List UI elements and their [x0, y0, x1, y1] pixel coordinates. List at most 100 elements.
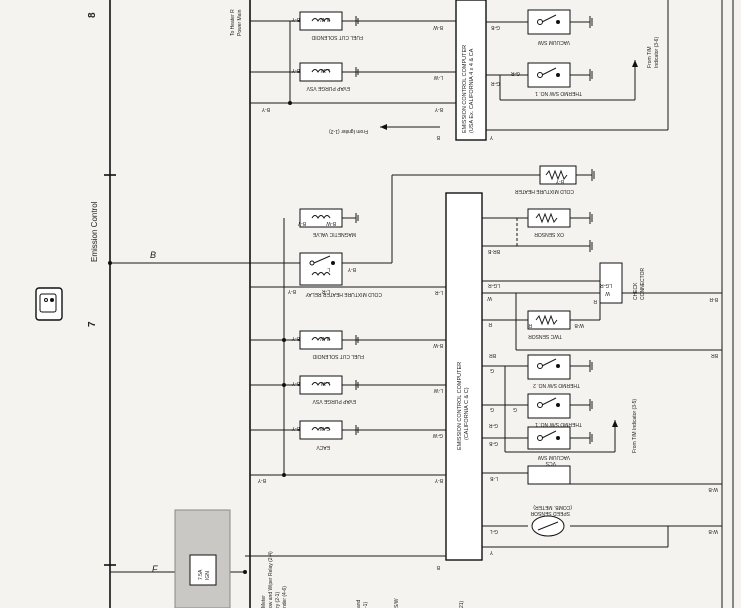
code-bw-1: B-W: [320, 16, 330, 22]
code-gw-2: G-W: [432, 432, 443, 438]
cold-mixture-heater-label: COLD MIXTURE HEATER: [515, 188, 574, 194]
code-by-8: B-Y: [291, 335, 300, 341]
vcs: [527, 465, 571, 485]
code-gw-1: G-W: [319, 425, 330, 431]
lower-computer: [445, 192, 483, 561]
lower-computer-title: EMISSION CONTROL COMPUTER: [457, 362, 463, 450]
code-b-1: B: [436, 134, 440, 140]
code-by-1: B-Y: [291, 16, 300, 22]
code-by-11: B-Y: [257, 477, 266, 483]
left-note-5: and: [356, 599, 362, 608]
upper-computer-title: EMISSION CONTROL COMPUTER: [462, 45, 468, 133]
code-lgr-1: LG-R: [488, 282, 500, 288]
code-l-1: L: [327, 266, 330, 272]
fuse-ign: IGN: [205, 571, 211, 580]
section-number-7: 7: [87, 321, 98, 327]
code-r-2: R: [488, 321, 492, 327]
code-by-12: B-Y: [434, 477, 443, 483]
vacuum-switch-lower: [527, 426, 593, 450]
wire-letter-f: F: [152, 564, 158, 574]
cold-mixture-heater: [539, 165, 595, 185]
from-igniter-note: From Igniter (1-2): [329, 128, 368, 134]
left-note-7: S/W: [394, 598, 400, 608]
ox-sensor: [527, 208, 593, 252]
emission-control-icon: [35, 287, 63, 321]
upper-computer-subtitle: (USA Ex. CALIFORNIA 4 x 4 & CA: [469, 48, 475, 133]
from-tm-lower: From T/M Indicator (3-5): [632, 399, 638, 453]
thermo-switch-1-lower-label: THERMO S/W NO. 1: [535, 421, 582, 427]
speed-sensor: [531, 515, 565, 537]
fuel-cut-solenoid-lower: [299, 330, 359, 350]
code-lw-3: L-W: [321, 380, 330, 386]
left-note-3: ry (2-1): [275, 592, 281, 608]
fuel-cut-solenoid-upper: [299, 11, 359, 31]
from-tm-upper-2: Indicator (3-6): [654, 37, 660, 68]
thermo-switch-2: [527, 354, 593, 380]
speed-sensor-sub: (COMB. METER): [533, 504, 572, 510]
eacv: [299, 420, 359, 440]
code-by-13: B-Y: [555, 178, 564, 184]
vacuum-switch-upper: [527, 9, 593, 35]
to-heater-note-2: Power Main: [237, 9, 243, 36]
cold-mixture-heater-relay-label: COLD MIXTURE HEATER RELAY: [305, 291, 382, 297]
cold-mixture-heater-relay: [299, 252, 343, 286]
code-gl-1: G-L: [489, 528, 498, 534]
magnetic-valve: [299, 208, 359, 228]
lower-computer-subtitle: (CALIFORNIA C & C): [464, 387, 470, 440]
vacuum-switch-lower-label: VACUUM S/W: [538, 454, 570, 460]
upper-load-wires: [250, 0, 669, 131]
left-note-2: ow and Wiper Relay (2-4): [268, 551, 274, 608]
check-connector: [599, 262, 623, 304]
page-frame: [104, 0, 734, 608]
fuel-cut-solenoid-upper-label: FUEL CUT SOLENOID: [311, 34, 363, 40]
code-by-6: B-Y: [347, 266, 356, 272]
code-gb-2: G-B: [488, 440, 498, 446]
code-y-1: Y: [489, 134, 493, 140]
code-lr-1: L-R: [322, 288, 330, 294]
code-by-2: B-Y: [291, 67, 300, 73]
section-number-8: 8: [87, 12, 98, 18]
vacuum-switch-upper-label: VACUUM S/W: [538, 39, 570, 45]
code-y-2: Y: [489, 549, 493, 555]
code-g-2: G: [490, 406, 494, 412]
section-title: Emission Control: [90, 201, 99, 262]
code-w-2: W: [605, 290, 610, 296]
code-by-4: B-Y: [434, 106, 443, 112]
to-heater-note-1: To Heater R: [230, 9, 236, 36]
upper-computer: [455, 0, 487, 141]
fuse-block: [174, 509, 231, 608]
check-connector-label-1: CHECK: [633, 282, 639, 300]
code-by-9: B-Y: [291, 380, 300, 386]
thermo-switch-1-upper-label: THERMO S/W NO. 1: [535, 90, 582, 96]
code-bw-5: B-W: [433, 342, 443, 348]
fuel-cut-solenoid-lower-label: FUEL CUT SOLENOID: [312, 353, 364, 359]
left-note-8: 21): [459, 600, 465, 608]
code-br-1: B-R: [709, 296, 718, 302]
left-note-1: Meter: [261, 595, 267, 608]
from-tm-upper-1: From T/M: [647, 46, 653, 68]
ox-sensor-label: OX SENSOR: [534, 231, 564, 237]
vcs-label: VCS: [545, 460, 556, 466]
wire-letter-b: B: [150, 250, 156, 260]
code-lw-4: L-W: [434, 387, 443, 393]
code-lgr-2: LG-R: [600, 282, 612, 288]
code-g-3: G: [513, 406, 517, 412]
code-brb-1: BR-B: [487, 248, 500, 254]
evap-purge-vsv-lower-label: EVAP PURGE VSV: [312, 398, 356, 404]
code-gb-1: G-B: [490, 24, 500, 30]
twc-sensor: [527, 310, 571, 330]
code-gr-1: G-R: [490, 80, 500, 86]
code-lw-1: L-W: [321, 67, 330, 73]
evap-purge-vsv-upper: [299, 62, 359, 82]
code-b-2: B: [436, 564, 440, 570]
thermo-switch-2-label: THERMO S/W NO. 2: [533, 382, 580, 388]
left-note-4: nder (4-6): [282, 586, 288, 608]
code-br-2: BR: [711, 352, 718, 358]
code-br-3: BR: [489, 352, 496, 358]
code-r-3: R: [528, 322, 532, 328]
code-bw-3: B-W: [326, 220, 336, 226]
code-by-10: B-Y: [291, 425, 300, 431]
code-lb-1: L-B: [490, 475, 498, 481]
